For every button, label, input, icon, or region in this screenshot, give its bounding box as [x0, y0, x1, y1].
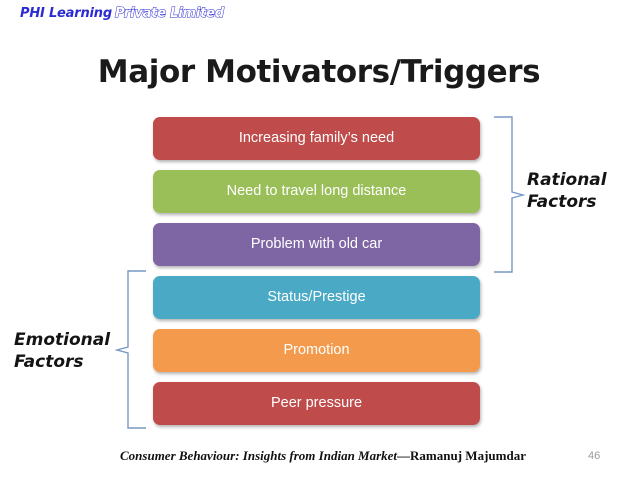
page-number: 46	[588, 450, 601, 462]
list-item[interactable]: Problem with old car	[153, 223, 480, 266]
bar-label: Promotion	[283, 342, 350, 359]
list-item[interactable]: Peer pressure	[153, 382, 480, 425]
logo-primary-text: PHI Learning	[20, 6, 112, 21]
page-title: Major Motivators/Triggers	[97, 54, 541, 90]
footer-separator: —	[397, 448, 411, 463]
bar-label: Need to travel long distance	[226, 183, 407, 200]
list-item[interactable]: Increasing family’s need	[153, 117, 480, 160]
rational-factors-bracket	[494, 116, 526, 273]
rational-factors-label: Rational Factors	[527, 170, 607, 212]
footer-source-title: Consumer Behaviour: Insights from Indian…	[120, 448, 398, 463]
footer-author: Ramanuj Majumdar	[410, 448, 526, 463]
list-item[interactable]: Need to travel long distance	[153, 170, 480, 213]
emotional-factors-bracket	[114, 270, 146, 429]
list-item[interactable]: Promotion	[153, 329, 480, 372]
list-item[interactable]: Status/Prestige	[153, 276, 480, 319]
bar-label: Status/Prestige	[267, 289, 366, 306]
bar-label: Increasing family’s need	[238, 130, 395, 147]
footer-source: Consumer Behaviour: Insights from Indian…	[120, 448, 526, 464]
bar-label: Peer pressure	[270, 395, 363, 412]
bar-label: Problem with old car	[250, 236, 383, 253]
logo-secondary-text: Private Limited	[114, 6, 224, 21]
motivator-bar-list: Increasing family’s need Need to travel …	[153, 117, 480, 435]
emotional-factors-label: Emotional Factors	[14, 330, 111, 372]
